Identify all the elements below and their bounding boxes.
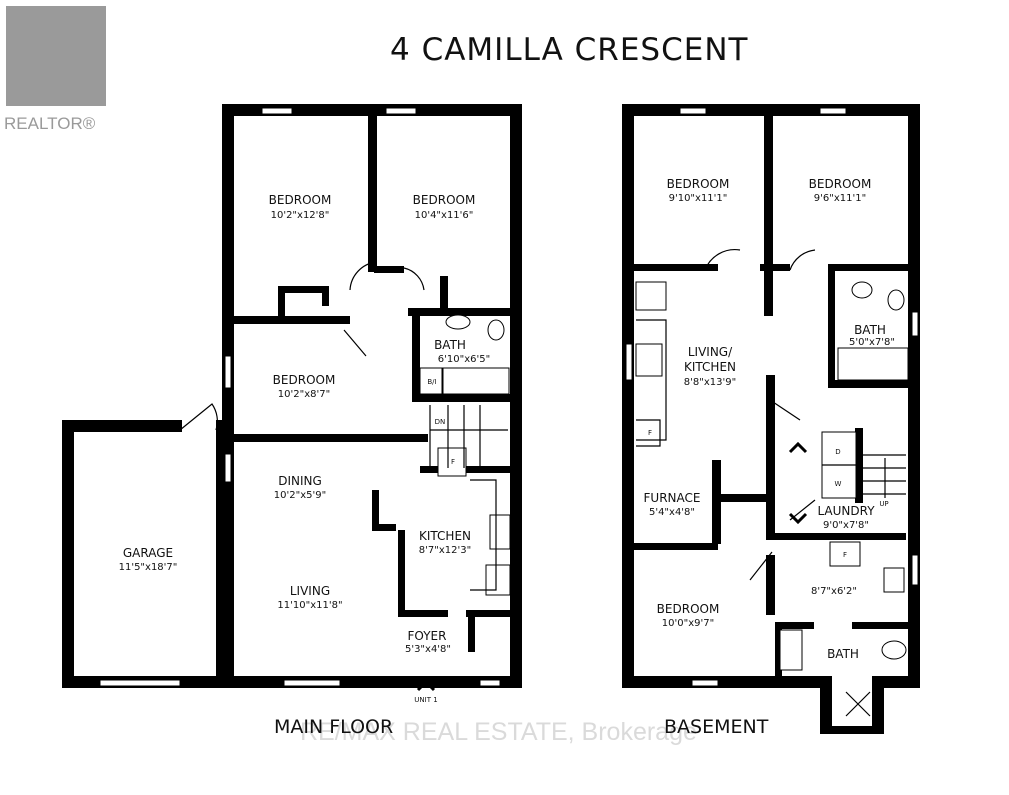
room-name: BEDROOM [269, 193, 332, 207]
main-floor-label: MAIN FLOOR [274, 716, 394, 738]
room-dims: 9'10"x11'1" [669, 193, 728, 204]
room-dims: 11'10"x11'8" [277, 600, 342, 611]
room-dims: 10'4"x11'6" [415, 210, 474, 221]
room-name: BEDROOM [667, 177, 730, 191]
room-dims: 10'0"x9'7" [662, 618, 714, 629]
room-name: LIVING [290, 584, 330, 598]
room-dims: 5'4"x4'8" [649, 507, 695, 518]
basement-label: BASEMENT [664, 716, 769, 738]
fridge-tag: F [843, 551, 847, 559]
room-name: BATH [434, 338, 466, 352]
room-name: BEDROOM [809, 177, 872, 191]
room-dims: 10'2"x5'9" [274, 490, 326, 501]
stairs-up-tag: UP [879, 500, 888, 508]
realtor-logo: REALTOR® [0, 0, 118, 140]
fridge-tag: F [451, 458, 455, 466]
room-name: FURNACE [644, 491, 701, 505]
main-floor-fixtures [99, 107, 511, 692]
room-name: BATH [827, 647, 859, 661]
room-name: BEDROOM [413, 193, 476, 207]
room-dims: 6'10"x6'5" [438, 354, 490, 365]
washer-tag: W [835, 480, 842, 488]
room-name: BEDROOM [657, 602, 720, 616]
brokerage-watermark: RE/MAX REAL ESTATE, Brokerage [300, 718, 697, 746]
room-name: KITCHEN [419, 529, 471, 543]
room-dims: 10'2"x12'8" [271, 210, 330, 221]
room-name: LAUNDRY [817, 504, 875, 518]
entrance-tag: UNIT 1 [414, 696, 437, 704]
dryer-tag: D [835, 448, 840, 456]
room-dims: 10'2"x8'7" [278, 389, 330, 400]
room-dims: 5'3"x4'8" [405, 644, 451, 655]
room-dims: 8'7"x6'2" [811, 586, 857, 597]
basement-labels: BEDROOM 9'10"x11'1" BEDROOM 9'6"x11'1" L… [644, 177, 896, 661]
room-dims: 9'0"x7'8" [823, 520, 869, 531]
room-dims: 8'7"x12'3" [419, 545, 471, 556]
basement-fixtures [625, 107, 919, 717]
room-dims: 9'6"x11'1" [814, 193, 866, 204]
room-dims: 5'0"x7'8" [849, 337, 895, 348]
room-name: LIVING/ [688, 345, 733, 359]
room-name: BEDROOM [273, 373, 336, 387]
room-name: GARAGE [123, 546, 173, 560]
room-name: FOYER [408, 629, 447, 643]
room-dims: 11'5"x18'7" [119, 562, 178, 573]
basement-walls [622, 104, 920, 734]
realtor-logo-mark [6, 6, 106, 106]
room-dims: 8'8"x13'9" [684, 377, 736, 388]
stairs-down-tag: DN [435, 418, 446, 426]
room-name: BATH [854, 323, 886, 337]
page-title: 4 CAMILLA CRESCENT [390, 32, 749, 68]
main-floor-labels: BEDROOM 10'2"x12'8" BEDROOM 10'4"x11'6" … [119, 193, 491, 704]
realtor-logo-text: REALTOR® [4, 114, 96, 133]
built-in-tag: B/I [427, 378, 436, 386]
room-name: DINING [278, 474, 322, 488]
room-name: KITCHEN [684, 360, 736, 374]
fridge-tag: F [648, 429, 652, 437]
